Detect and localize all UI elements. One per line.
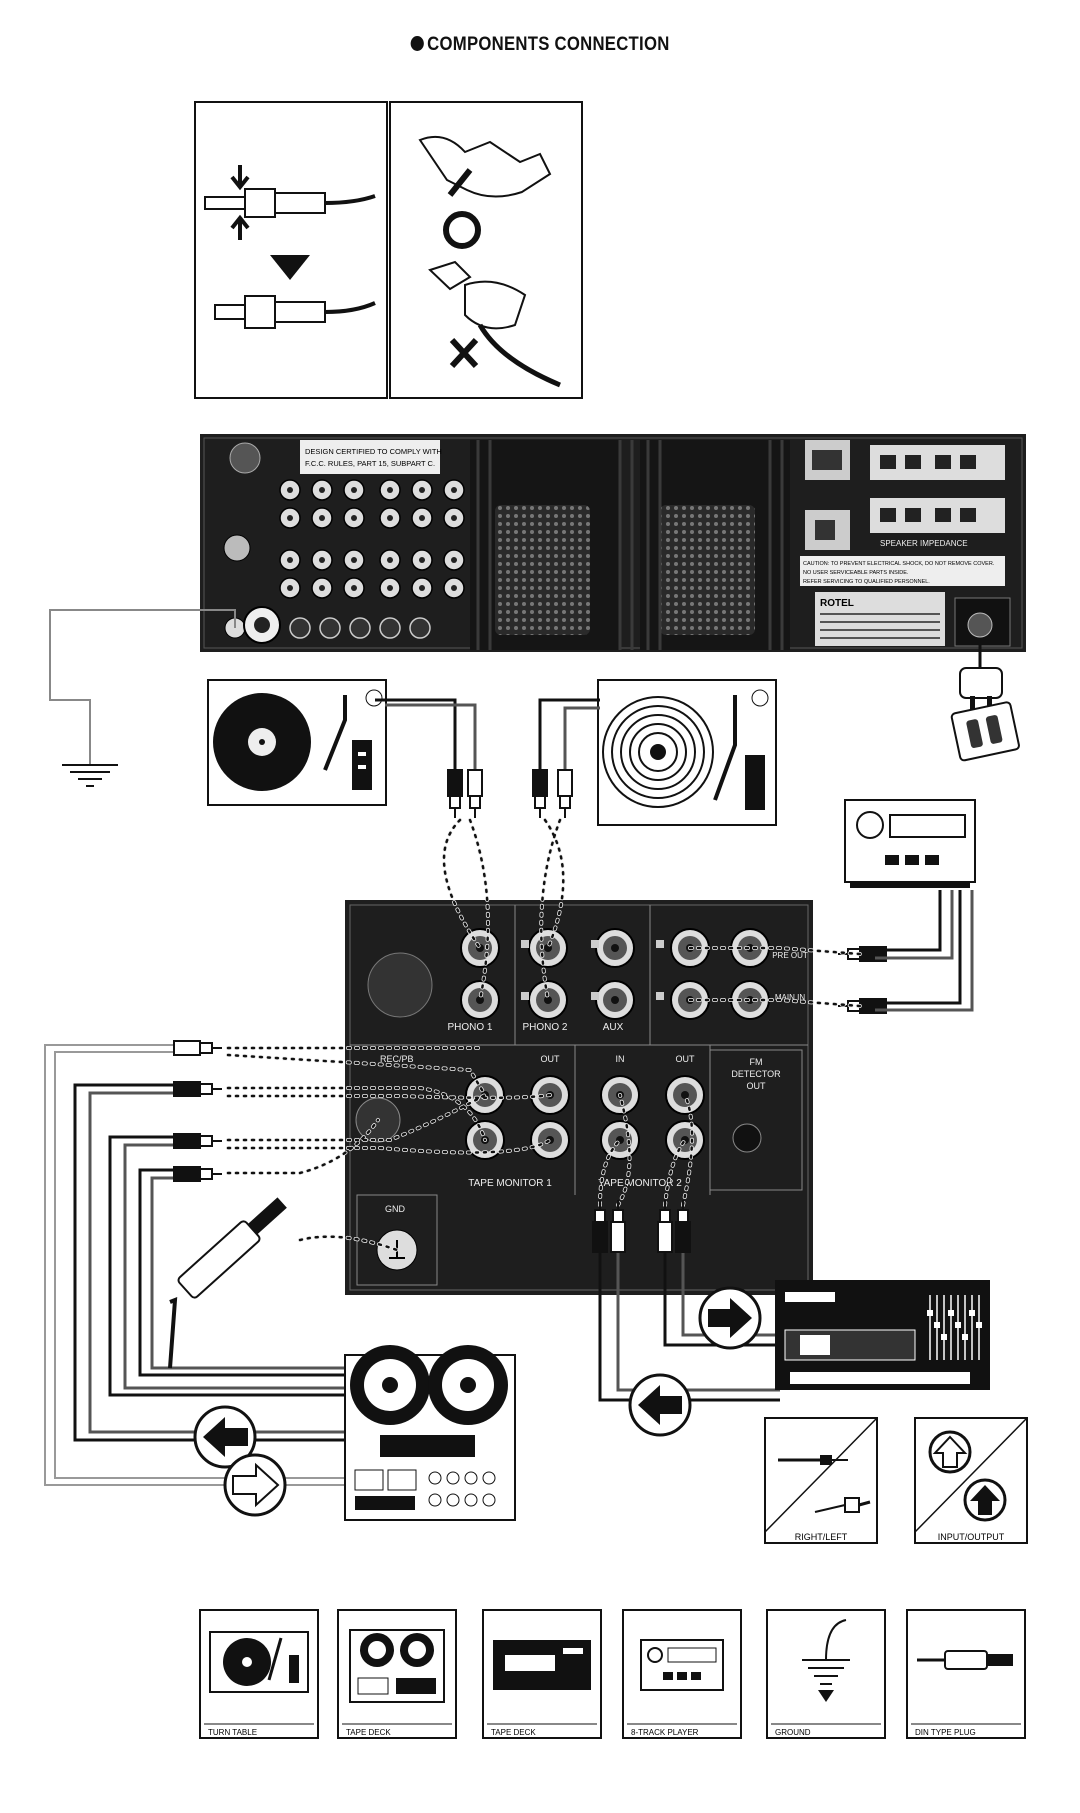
amplifier-rear-panel: DESIGN CERTIFIED TO COMPLY WITH F.C.C. R… (200, 434, 1026, 652)
tape-monitor-1-label: TAPE MONITOR 1 (468, 1178, 552, 1189)
rca-plug-unplugged-icon (204, 165, 376, 240)
rear-socket (379, 617, 401, 639)
key-ground: GROUND (766, 1609, 886, 1739)
correct-mark-icon (443, 211, 481, 249)
arrow-down-icon (270, 255, 310, 280)
hand-pull-cord-icon (428, 260, 561, 388)
power-cord-socket (967, 612, 993, 638)
caution-box (800, 556, 1005, 586)
phono2-label: PHONO 2 (522, 1022, 567, 1033)
fcc-line-1: DESIGN CERTIFIED TO COMPLY WITH (305, 447, 442, 456)
pre-out-label: PRE OUT (772, 951, 808, 960)
key-label-eight-track: 8-TRACK PLAYER (631, 1728, 699, 1737)
key-label-cassette-deck: TAPE DECK (491, 1728, 536, 1737)
wrong-mark-icon (449, 337, 479, 369)
fm-detector-jack (732, 1123, 762, 1153)
caution-line-3: REFER SERVICING TO QUALIFIED PERSONNEL. (803, 579, 930, 585)
title-text: COMPONENTS CONNECTION (427, 34, 670, 55)
cassette-output-arrow-icon (698, 1286, 762, 1350)
heatsink-fins (476, 440, 784, 650)
key-cassette-deck: TAPE DECK (482, 1609, 602, 1739)
caution-line-2: NO USER SERVICEABLE PARTS INSIDE. (803, 570, 909, 576)
reel-to-reel-deck (344, 1345, 516, 1521)
caution-line-1: CAUTION: TO PREVENT ELECTRICAL SHOCK, DO… (803, 561, 995, 567)
speaker-impedance-label: SPEAKER IMPEDANCE (880, 539, 968, 548)
eight-track-cables (860, 890, 974, 1012)
key-label-reel-deck: TAPE DECK (346, 1728, 391, 1737)
rear-jack-field (279, 479, 465, 639)
legend-right-left-label: RIGHT/LEFT (795, 1532, 848, 1542)
dc-socket (367, 952, 433, 1018)
aux-label: AUX (603, 1022, 624, 1033)
in2-label: IN (616, 1054, 625, 1064)
ac-power-plug (950, 640, 1020, 762)
turntable-left (207, 679, 387, 806)
rec-play-label: REC/PB (380, 1054, 414, 1064)
bullet-icon (410, 36, 424, 51)
key-turntable: TURN TABLE (199, 1609, 319, 1739)
plug-insertion-inset (194, 101, 583, 399)
fcc-notice-box (300, 440, 440, 474)
phono1-label: PHONO 1 (447, 1022, 492, 1033)
rca-plug-inserted-icon (214, 295, 376, 329)
detector-label: DETECTOR (731, 1069, 781, 1079)
rear-socket (349, 617, 371, 639)
signal-paths (226, 818, 862, 1252)
tape-monitor-2-label: TAPE MONITOR 2 (598, 1178, 682, 1189)
out2-label: OUT (676, 1054, 696, 1064)
turntable-cables (375, 698, 600, 770)
fm-label: FM (750, 1057, 763, 1067)
brand-label: ROTEL (820, 598, 854, 609)
key-eight-track: 8-TRACK PLAYER (622, 1609, 742, 1739)
fcc-line-2: F.C.C. RULES, PART 15, SUBPART C. (305, 459, 435, 468)
din-plug-cable (177, 1197, 287, 1299)
cassette-input-arrow-icon (628, 1373, 692, 1437)
rear-socket (319, 617, 341, 639)
turntable-right (597, 679, 777, 826)
tape-monitor-2-plugs (592, 1200, 691, 1253)
detector-out-label: OUT (747, 1081, 767, 1091)
key-reel-deck: TAPE DECK (337, 1609, 457, 1739)
key-label-din-plug: DIN TYPE PLUG (915, 1728, 976, 1737)
reel-input-arrow-icon (223, 1453, 287, 1517)
rear-socket (409, 617, 431, 639)
reel-deck-plugs (173, 1040, 222, 1182)
main-in-label: MAIN IN (775, 993, 805, 1002)
rear-socket (289, 617, 311, 639)
cassette-deck (775, 1280, 990, 1390)
reel-output-arrow-icon (193, 1405, 257, 1469)
key-label-turntable: TURN TABLE (208, 1728, 257, 1737)
wall-outlet-icon (950, 701, 1020, 762)
page-title: COMPONENTS CONNECTION (65, 34, 1015, 56)
out1-label: OUT (541, 1054, 561, 1064)
heatsink-left (470, 440, 620, 650)
legend-input-output: INPUT/OUTPUT (914, 1417, 1028, 1544)
heatsink-right (640, 440, 790, 650)
key-din-plug: DIN TYPE PLUG (906, 1609, 1026, 1739)
eight-track-player (844, 799, 976, 888)
hand-pull-plug-icon (418, 136, 552, 198)
ground-wire (49, 609, 236, 787)
legend-input-output-label: INPUT/OUTPUT (938, 1532, 1005, 1542)
component-key: TURN TABLE TAPE DECK TAPE DECK 8-TRACK PLAY… (199, 1609, 1026, 1739)
legend-right-left: RIGHT/LEFT (764, 1417, 878, 1544)
key-label-ground: GROUND (775, 1728, 811, 1737)
gnd-label: GND (385, 1204, 406, 1214)
